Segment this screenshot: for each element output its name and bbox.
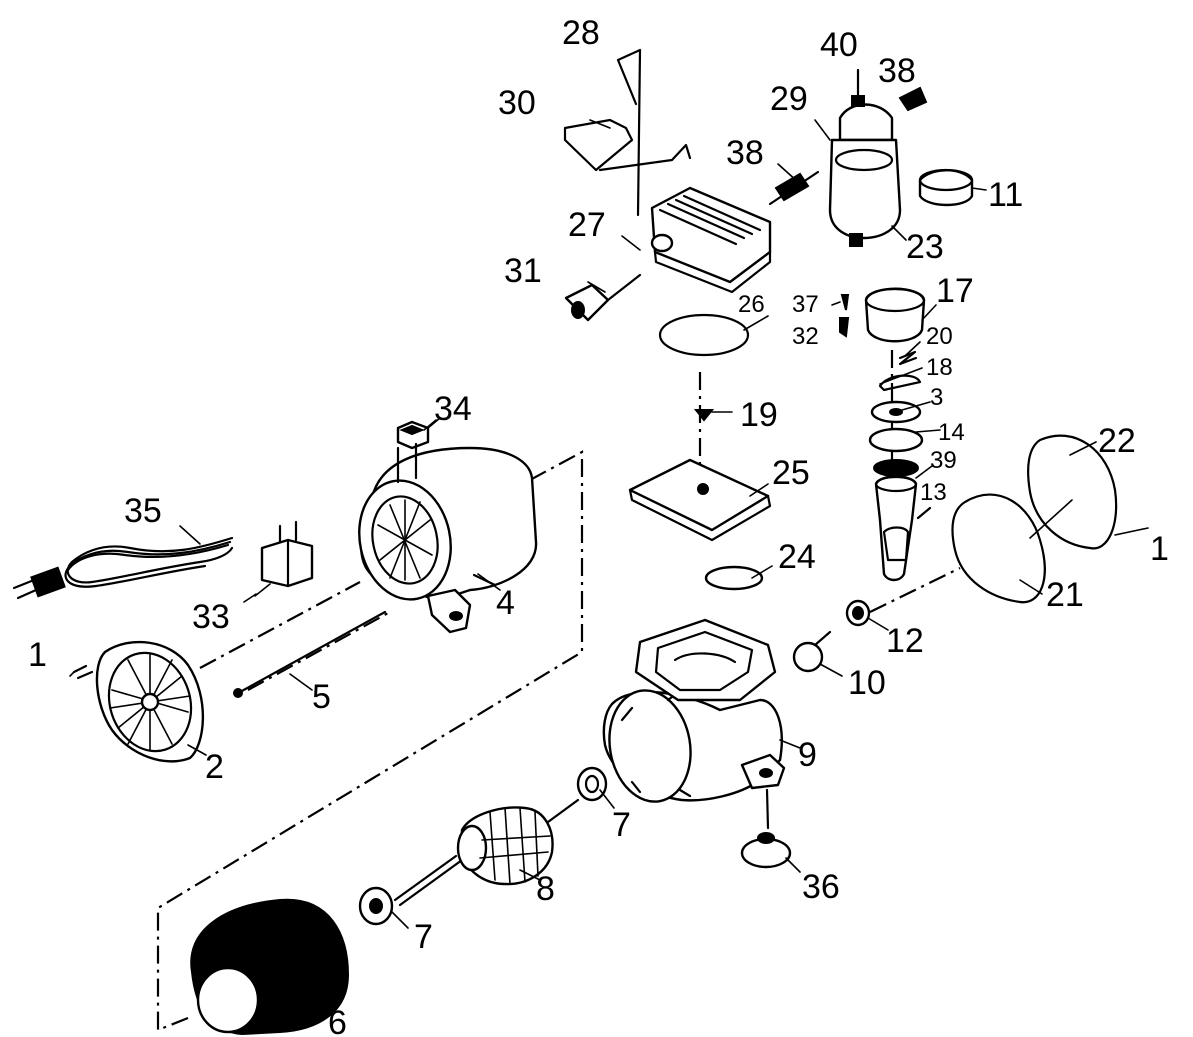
label-part-28: 28: [562, 14, 600, 52]
part-labels: 1 1 2 3 4 5 6 7 7 8 9 10 11 12 13 14 17 …: [28, 14, 1169, 1037]
label-part-17: 17: [936, 272, 974, 310]
part-8-rotor: [393, 798, 580, 907]
label-part-1-left: 1: [28, 636, 47, 674]
part-18-retainer: [878, 374, 922, 392]
part-36-rubber-foot: [740, 788, 792, 869]
part-9-crankcase: [602, 618, 786, 803]
label-part-36: 36: [802, 868, 840, 906]
part-5-tie-rod: [233, 610, 387, 698]
part-28-wire-clip: [616, 48, 642, 217]
label-part-25: 25: [772, 454, 810, 492]
part-20-spring: [898, 350, 918, 366]
label-part-26: 26: [738, 291, 765, 318]
label-part-21: 21: [1046, 576, 1084, 614]
part-27-cylinder-head: [650, 186, 772, 294]
label-part-32: 32: [792, 323, 819, 350]
label-part-38-right: 38: [878, 52, 916, 90]
part-30-handle: [563, 118, 692, 172]
part-31-fitting: [564, 273, 642, 322]
leader-lines: [69, 119, 1097, 1009]
label-part-14: 14: [938, 419, 965, 446]
part-39-valve-seat: [873, 459, 919, 477]
label-part-10: 10: [848, 664, 886, 702]
part-14-seal: [868, 427, 924, 453]
part-38-nozzle-left: [768, 170, 820, 206]
label-part-23: 23: [906, 228, 944, 266]
label-part-18: 18: [926, 354, 953, 381]
label-part-38-left: 38: [726, 134, 764, 172]
label-part-6: 6: [328, 1004, 347, 1037]
label-part-1-right: 1: [1150, 530, 1169, 568]
part-6-stator: [190, 898, 350, 1036]
label-part-5: 5: [312, 678, 331, 716]
part-38-nozzle-right: [898, 86, 928, 112]
part-10-eccentric: [792, 630, 832, 673]
label-part-3: 3: [930, 384, 943, 411]
label-part-24: 24: [778, 538, 816, 576]
label-part-7-lower: 7: [414, 918, 433, 956]
label-part-34: 34: [434, 390, 472, 428]
label-part-11: 11: [988, 176, 1023, 214]
label-part-8: 8: [536, 870, 555, 908]
part-29-filter-cap: [838, 95, 894, 142]
part-22-gasket-disc: [1027, 434, 1149, 550]
part-35-power-cord: [12, 536, 234, 600]
label-part-29: 29: [770, 80, 808, 118]
label-part-22: 22: [1098, 422, 1136, 460]
label-part-9: 9: [798, 736, 817, 774]
part-11-filter-collar: [918, 168, 974, 207]
label-part-35: 35: [124, 492, 162, 530]
label-part-7-upper: 7: [612, 806, 631, 844]
label-part-20: 20: [926, 323, 953, 350]
part-25-valve-plate: [628, 458, 772, 542]
label-part-39: 39: [930, 447, 957, 474]
part-7-bearing-upper: [576, 766, 608, 802]
part-34-switch: [396, 417, 441, 450]
part-26-o-ring: [658, 313, 750, 357]
label-part-12: 12: [886, 622, 924, 660]
label-part-19: 19: [740, 396, 778, 434]
label-part-27: 27: [568, 206, 606, 244]
label-part-37: 37: [792, 291, 819, 318]
label-part-40: 40: [820, 26, 858, 64]
part-17-cup: [864, 287, 926, 343]
part-2-fan-cover: [72, 640, 205, 763]
part-37-pin: [840, 294, 850, 311]
label-part-13: 13: [920, 479, 947, 506]
label-part-2: 2: [205, 748, 224, 786]
part-13-connecting-rod: [874, 475, 932, 582]
label-part-33: 33: [192, 598, 230, 636]
part-32-pin: [839, 317, 850, 338]
part-33-capacitor: [254, 520, 314, 597]
part-12-bushing: [845, 599, 871, 627]
part-7-bearing-lower: [358, 886, 394, 926]
part-23-filter-bowl: [828, 138, 902, 247]
part-24-valve-disc: [704, 565, 764, 591]
label-part-4: 4: [496, 584, 515, 622]
part-19-valve: [693, 409, 715, 422]
label-part-30: 30: [498, 84, 536, 122]
label-part-31: 31: [504, 252, 542, 290]
part-21-gasket-disc: [951, 493, 1046, 604]
part-4-motor-housing: [358, 442, 538, 634]
